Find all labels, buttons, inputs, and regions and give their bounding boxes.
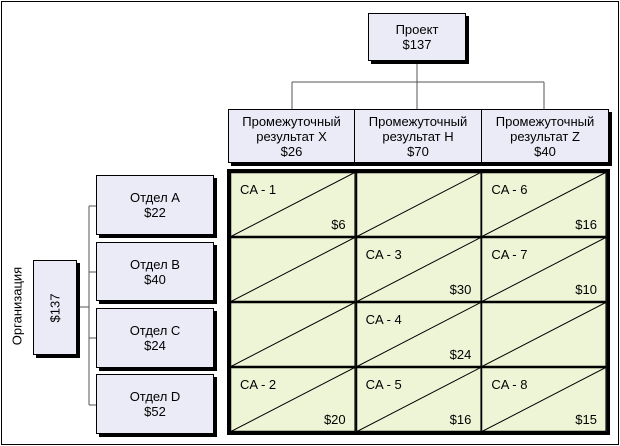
ca-amount: $24 xyxy=(449,347,472,362)
organization-label-text: Организация xyxy=(9,266,25,346)
ca-amount: $16 xyxy=(449,412,472,427)
cell-diagonal xyxy=(355,302,482,367)
cell-diagonal xyxy=(230,237,356,302)
project-title: Проект xyxy=(395,22,439,37)
ca-amount: $16 xyxy=(575,217,597,232)
ca-amount: $30 xyxy=(449,282,472,297)
deliverable-line1: Промежуточный xyxy=(368,113,468,129)
deliverable-x-box: Промежуточный результат X $26 xyxy=(228,109,355,163)
department-name: Отдел А xyxy=(130,190,180,205)
department-a-box: Отдел А $22 xyxy=(96,175,214,235)
cell-diagonal xyxy=(481,367,607,432)
organization-amount: $137 xyxy=(47,293,62,322)
ca-label: CA - 8 xyxy=(491,377,528,392)
control-account-cell: CA - 2 $20 xyxy=(230,367,356,432)
department-amount: $24 xyxy=(144,338,166,353)
control-account-cell: CA - 5 $16 xyxy=(355,367,482,432)
cell-diagonal xyxy=(355,367,482,432)
cell-diagonal xyxy=(481,172,607,237)
department-name: Отдел D xyxy=(129,389,181,404)
cell-diagonal xyxy=(230,172,356,237)
department-amount: $52 xyxy=(144,404,166,419)
deliverable-z-box: Промежуточный результат Z $40 xyxy=(481,109,609,163)
ca-label: CA - 3 xyxy=(365,247,402,262)
department-c-box: Отдел C $24 xyxy=(96,308,214,368)
ca-label: CA - 4 xyxy=(365,312,402,327)
organization-box: $137 xyxy=(33,260,77,355)
control-account-cell: CA - 1 $6 xyxy=(230,172,356,237)
cell-diagonal xyxy=(230,302,356,367)
deliverable-line2: результат X xyxy=(256,128,327,144)
department-amount: $40 xyxy=(144,271,166,287)
ca-label: CA - 2 xyxy=(240,377,277,392)
ca-amount: $10 xyxy=(575,282,597,297)
control-account-cell: CA - 8 $15 xyxy=(481,367,607,432)
empty-cell xyxy=(230,237,356,302)
cell-diagonal xyxy=(355,237,482,302)
empty-cell xyxy=(355,172,482,237)
department-b-box: Отдел B $40 xyxy=(96,242,214,301)
cell-diagonal xyxy=(230,367,356,432)
deliverable-line1: Промежуточный xyxy=(242,113,341,129)
deliverable-line2: результат H xyxy=(382,128,454,144)
deliverable-amount: $40 xyxy=(534,143,556,159)
control-account-cell: CA - 7 $10 xyxy=(481,237,607,302)
ca-label: CA - 6 xyxy=(491,182,528,197)
ca-label: CA - 5 xyxy=(365,377,402,392)
ca-label: CA - 7 xyxy=(491,247,528,262)
organization-label: Организация xyxy=(5,264,29,348)
cell-diagonal xyxy=(481,302,607,367)
project-amount: $137 xyxy=(402,37,432,52)
empty-cell xyxy=(481,302,607,367)
department-amount: $22 xyxy=(144,205,166,220)
ca-amount: $15 xyxy=(575,412,597,427)
deliverable-amount: $70 xyxy=(407,143,429,159)
deliverable-amount: $26 xyxy=(280,143,303,159)
empty-cell xyxy=(230,302,356,367)
control-account-cell: CA - 3 $30 xyxy=(355,237,482,302)
department-d-box: Отдел D $52 xyxy=(96,374,214,434)
department-name: Отдел C xyxy=(129,323,181,338)
control-account-cell: CA - 6 $16 xyxy=(481,172,607,237)
cell-diagonal xyxy=(355,172,482,237)
project-box: Проект $137 xyxy=(368,13,466,61)
deliverable-line1: Промежуточный xyxy=(495,113,595,129)
ca-label: CA - 1 xyxy=(240,182,277,197)
department-name: Отдел B xyxy=(130,256,180,272)
control-account-cell: CA - 4 $24 xyxy=(355,302,482,367)
cell-diagonal xyxy=(481,237,607,302)
ca-amount: $6 xyxy=(331,217,346,232)
ca-amount: $20 xyxy=(323,412,346,427)
deliverable-h-box: Промежуточный результат H $70 xyxy=(354,109,482,163)
deliverable-line2: результат Z xyxy=(510,128,580,144)
